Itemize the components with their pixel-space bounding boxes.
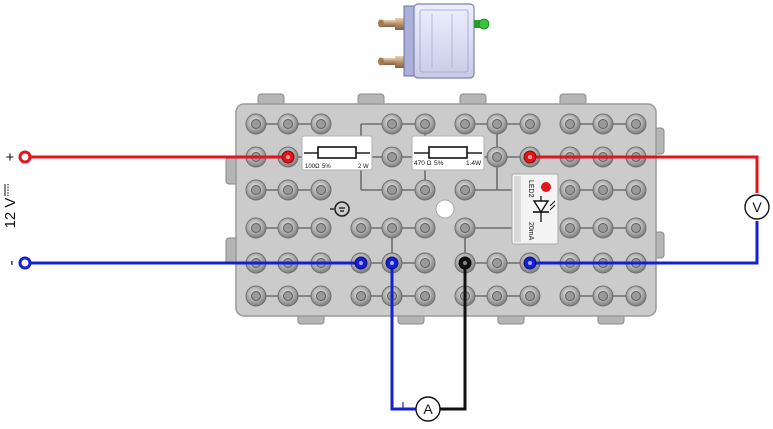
voltmeter-label: V — [752, 199, 762, 215]
board-socket[interactable] — [414, 113, 436, 135]
ammeter[interactable]: A — [415, 396, 441, 422]
positive-wire-right — [530, 155, 759, 193]
board-socket[interactable] — [592, 285, 614, 307]
board-socket[interactable] — [486, 146, 508, 168]
board-socket[interactable] — [486, 113, 508, 135]
board-socket[interactable] — [414, 179, 436, 201]
board-socket[interactable] — [310, 285, 332, 307]
board-socket[interactable] — [414, 217, 436, 239]
board-socket[interactable] — [381, 113, 403, 135]
power-plug-icon — [330, 201, 350, 217]
dc-symbol-icon — [4, 184, 9, 196]
resistor-1-tolerance: 5% — [322, 164, 331, 170]
negative-wire-right — [530, 221, 759, 265]
resistor-2[interactable]: 470 Ω 5% 1.4W — [411, 135, 485, 171]
board-socket[interactable] — [592, 179, 614, 201]
board-socket[interactable] — [310, 113, 332, 135]
supply-voltage-label: 12 V — [2, 198, 19, 229]
resistor-1[interactable]: 100Ω 5% 2 W — [301, 135, 373, 171]
resistor-1-power: 2 W — [358, 164, 369, 170]
board-socket[interactable] — [454, 179, 476, 201]
supply-terminal-positive[interactable] — [18, 150, 32, 164]
board-socket[interactable] — [592, 217, 614, 239]
board-socket[interactable] — [277, 285, 299, 307]
board-socket[interactable] — [559, 217, 581, 239]
board-socket[interactable] — [245, 113, 267, 135]
board-socket[interactable] — [350, 285, 372, 307]
led-current: 20mA — [527, 222, 534, 241]
board-socket-grid — [245, 113, 647, 307]
voltmeter[interactable]: V — [744, 194, 770, 220]
board-socket[interactable] — [454, 217, 476, 239]
board-socket[interactable] — [625, 179, 647, 201]
board-socket[interactable] — [245, 217, 267, 239]
board-socket[interactable] — [519, 113, 541, 135]
board-socket[interactable] — [381, 146, 403, 168]
wire-terminals — [281, 150, 537, 270]
ammeter-wire-blue — [390, 263, 416, 411]
board-socket[interactable] — [625, 217, 647, 239]
board-socket[interactable] — [454, 113, 476, 135]
led-plug-component[interactable] — [378, 3, 490, 79]
resistor-symbol-icon — [304, 146, 370, 159]
ammeter-wire-black — [440, 263, 467, 411]
board-socket[interactable] — [519, 285, 541, 307]
board-socket[interactable] — [486, 285, 508, 307]
board-socket[interactable] — [310, 217, 332, 239]
led-symbol-icon — [532, 196, 556, 222]
board-socket[interactable] — [277, 113, 299, 135]
board-socket[interactable] — [559, 285, 581, 307]
board-socket[interactable] — [310, 179, 332, 201]
ammeter-label: A — [423, 401, 433, 417]
board-socket[interactable] — [486, 252, 508, 274]
led-lens-icon — [478, 18, 490, 30]
board-socket[interactable] — [277, 217, 299, 239]
supply-minus-label: - — [3, 260, 20, 265]
board-socket[interactable] — [625, 113, 647, 135]
board-socket[interactable] — [414, 252, 436, 274]
board-socket[interactable] — [414, 285, 436, 307]
resistor-2-value: 470 Ω — [414, 160, 432, 167]
supply-terminal-negative[interactable] — [18, 256, 32, 270]
board-socket[interactable] — [381, 217, 403, 239]
board-socket[interactable] — [592, 113, 614, 135]
wires — [25, 155, 759, 411]
resistor-2-tolerance: 5% — [434, 160, 444, 167]
resistor-1-value: 100Ω — [305, 164, 320, 170]
board-socket[interactable] — [381, 179, 403, 201]
led-module[interactable]: LED2 20mA — [511, 173, 559, 245]
board-socket[interactable] — [350, 217, 372, 239]
board-socket[interactable] — [277, 179, 299, 201]
resistor-symbol-icon — [414, 146, 482, 159]
board-socket[interactable] — [559, 113, 581, 135]
led-name: LED2 — [527, 180, 534, 198]
supply-plus-label: + — [2, 152, 19, 161]
led-indicator-dot — [541, 182, 551, 192]
board-socket[interactable] — [625, 285, 647, 307]
board-socket[interactable] — [245, 285, 267, 307]
board-hole — [435, 199, 455, 219]
board-socket[interactable] — [559, 179, 581, 201]
resistor-2-power: 1.4W — [466, 160, 482, 167]
board-socket[interactable] — [245, 179, 267, 201]
